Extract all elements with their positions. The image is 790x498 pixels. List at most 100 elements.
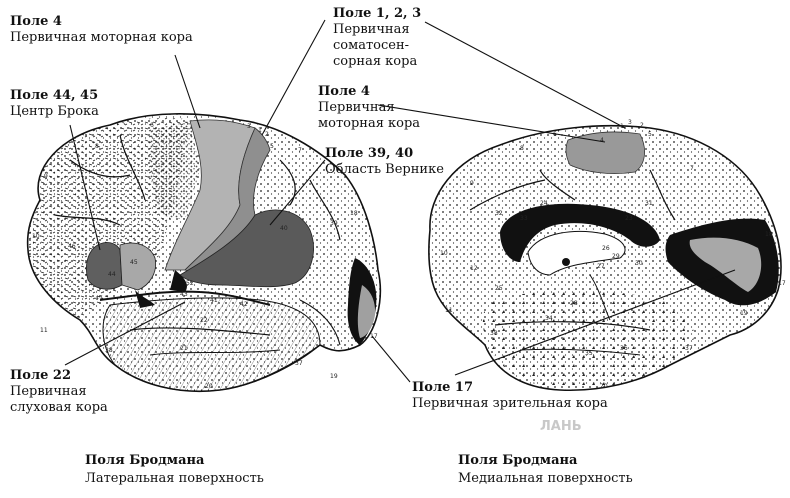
label-line: слуховая кора	[10, 400, 108, 415]
area-number: 26	[602, 245, 610, 252]
area-number: 17	[778, 280, 786, 287]
frontal-lobe	[27, 117, 191, 320]
label-field123: Поле 1, 2, 3 Первичная соматосен- сорная…	[333, 6, 421, 70]
area-number: 9	[470, 180, 474, 187]
area-number: 31	[645, 200, 653, 207]
label-line: сорная кора	[333, 54, 418, 69]
label-title: Поле 4	[10, 14, 62, 29]
area-number: 35	[585, 350, 593, 357]
field-45-area	[119, 242, 157, 291]
label-desc: Первичная моторная кора	[10, 30, 193, 45]
leader-line-field17-right	[454, 269, 736, 376]
area-number: 44	[108, 271, 116, 278]
area-number: 4	[600, 137, 604, 144]
area-number: 5	[648, 131, 652, 138]
field-4-medial-area	[565, 131, 645, 174]
area-number: 37	[685, 345, 693, 352]
caption-title: Поля Бродмана	[458, 453, 578, 468]
leader-line-field3940	[269, 159, 326, 226]
label-title: Поле 1, 2, 3	[333, 6, 422, 21]
area-number: 18	[765, 231, 773, 238]
field-3940-wernicke-area	[179, 209, 314, 288]
area-number: 10	[440, 250, 448, 257]
label-line: Первичная	[10, 384, 87, 399]
area-number: 42	[240, 301, 248, 308]
area-number: 23	[625, 215, 633, 222]
label-field22: Поле 22 Первичная слуховая кора	[10, 368, 108, 416]
area-number: 7	[298, 147, 302, 154]
leader-line-field4-right	[377, 104, 606, 143]
area-number: 12	[470, 265, 478, 272]
leader-line-field123-left	[261, 19, 326, 136]
area-number: 47	[95, 295, 103, 302]
label-title: Поле 4	[318, 84, 370, 99]
field-44-area	[85, 242, 123, 290]
area-number: 20	[600, 383, 608, 390]
area-number: 28	[570, 300, 578, 307]
leader-line-field17-left	[371, 335, 411, 383]
label-desc: Область Вернике	[325, 162, 444, 177]
area-number: 21	[180, 345, 188, 352]
label-line: Первичная	[333, 22, 410, 37]
label-desc: Первичная зрительная кора	[412, 396, 608, 411]
caption-lateral: Поля Бродмана Латеральная поверхность	[85, 452, 264, 488]
field-17-gray-left	[357, 285, 376, 338]
area-number: 32	[495, 210, 503, 217]
area-number: 8	[520, 145, 524, 152]
area-number: 29	[612, 253, 620, 260]
temporal-lobe	[102, 297, 321, 392]
label-field4-right: Поле 4 Первичная моторная кора	[318, 84, 420, 132]
area-number: 22	[200, 317, 208, 324]
area-number: 3	[628, 119, 632, 126]
label-title: Поле 17	[412, 380, 474, 395]
area-number: 34	[545, 315, 553, 322]
area-number: 46	[68, 243, 76, 250]
caption-title: Поля Бродмана	[85, 453, 205, 468]
area-number: 41	[210, 297, 218, 304]
label-title: Поле 39, 40	[325, 146, 414, 161]
area-number: 39	[330, 220, 338, 227]
area-number: 6	[553, 131, 557, 138]
caption-subtitle: Латеральная поверхность	[85, 471, 264, 486]
area-number: 2	[265, 131, 269, 138]
leader-line-field22	[64, 301, 186, 366]
area-number: 30	[635, 260, 643, 267]
label-field44: Поле 44, 45 Центр Брока	[10, 88, 99, 120]
label-title: Поле 22	[10, 368, 72, 383]
medial-brain: 1 3 2 5 4 6 7 8 9 10 11 12 31 23 24 32 3…	[428, 119, 786, 434]
area-number: 8	[95, 143, 99, 150]
area-number: 6	[150, 122, 154, 129]
area-number: 5	[270, 143, 274, 150]
area-number: 38	[490, 330, 498, 337]
lateral-area-numbers: 3 1 2 6 7 5 8 9 10 11 44 45 46 47 43 40 …	[32, 122, 378, 390]
area-number: 36	[620, 345, 628, 352]
area-number: 38	[105, 347, 113, 354]
lateral-sulcus	[99, 290, 271, 306]
watermark-text: ЛАНЬ	[540, 419, 582, 434]
leader-line-field123-right	[424, 21, 626, 129]
label-line: соматосен-	[333, 38, 410, 53]
area-number: 11	[40, 327, 48, 334]
field-6-region	[150, 121, 200, 220]
area-number: 9	[44, 173, 48, 180]
area-number: 11	[445, 307, 453, 314]
area-number: 19	[740, 310, 748, 317]
label-line: моторная кора	[318, 116, 421, 131]
area-number: 19	[330, 373, 338, 380]
area-number: 40	[280, 225, 288, 232]
leader-line-field44	[69, 124, 101, 251]
area-number: 2	[640, 122, 644, 129]
area-number: 7	[690, 165, 694, 172]
label-field3940: Поле 39, 40 Область Вернике	[325, 146, 444, 178]
label-field4-left: Поле 4 Первичная моторная кора	[10, 14, 193, 46]
area-number: 10	[32, 233, 40, 240]
area-number: 17	[370, 333, 378, 340]
area-number: 3	[247, 123, 251, 130]
medial-area-numbers: 1 3 2 5 4 6 7 8 9 10 11 12 31 23 24 32 3…	[440, 119, 786, 390]
area-number: 33	[520, 215, 528, 222]
leader-lines	[64, 19, 736, 383]
label-desc: Центр Брока	[10, 104, 99, 119]
corpus-callosum	[500, 203, 660, 262]
